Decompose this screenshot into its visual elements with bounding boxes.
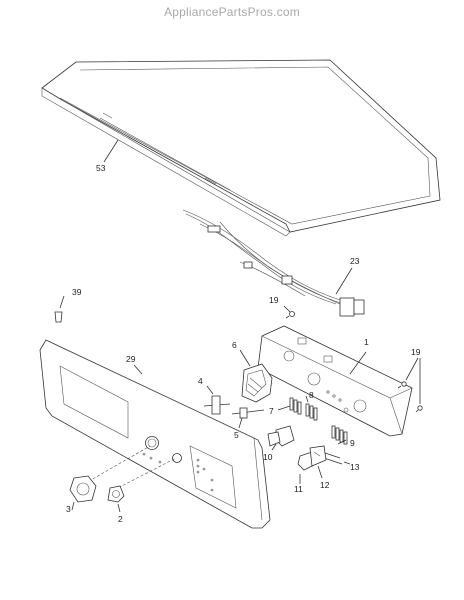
callout-29: 29 [126,354,136,364]
screw-part-19-right[interactable] [397,381,423,413]
callout-3: 3 [66,504,71,514]
switch-part-8[interactable] [305,403,318,421]
button-part-10[interactable] [267,425,295,447]
switch-part-7[interactable] [289,397,302,415]
wire-harness-part-23[interactable] [182,209,365,317]
screw-part-19-upper[interactable] [285,311,295,319]
callout-4: 4 [198,376,203,386]
screw-part-39[interactable] [54,311,63,323]
watermark-text: AppliancePartsPros.com [164,5,300,19]
callout-2: 2 [118,514,123,524]
knob-part-3[interactable] [69,475,97,503]
callout-11: 11 [294,484,303,494]
callout-19-upper: 19 [269,295,279,305]
control-board-part-1[interactable] [257,325,413,437]
callout-13: 13 [350,462,360,472]
pushbutton-shaft-part-5[interactable] [231,407,265,419]
callout-8: 8 [309,390,314,400]
callout-53: 53 [96,163,106,173]
knob-part-2[interactable] [107,485,125,503]
callout-9: 9 [350,438,355,448]
callout-7: 7 [269,406,274,416]
callout-10: 10 [263,452,273,462]
shaft-part-4[interactable] [203,395,231,415]
callout-6: 6 [232,340,237,350]
knob-part-12[interactable] [309,445,327,467]
callout-23: 23 [350,256,360,266]
callout-1: 1 [364,337,369,347]
callout-19-right: 19 [411,347,421,357]
callout-5: 5 [234,430,239,440]
top-cover-part-53[interactable] [41,59,441,237]
control-panel-part-29[interactable] [39,339,271,529]
callout-39: 39 [72,287,82,297]
callout-12: 12 [320,480,330,490]
switch-part-9[interactable] [331,425,348,445]
knob-bracket-part-6[interactable] [241,363,273,403]
